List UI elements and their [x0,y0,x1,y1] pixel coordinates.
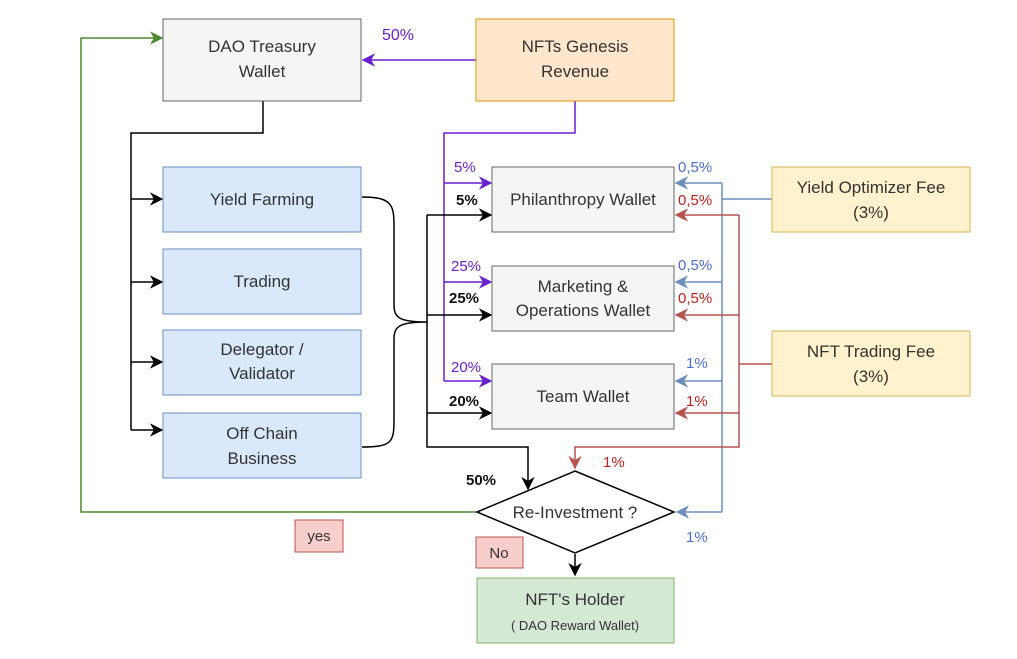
delegator-line1: Delegator / [220,340,303,359]
label-business-to-team: 20% [449,393,479,410]
label-genesis-to-treasury: 50% [382,27,414,44]
yes-label: yes [307,528,330,545]
label-trade-to-philanthropy: 0,5% [678,192,712,209]
label-business-to-reinvest: 50% [466,472,496,489]
off-chain-line2: Business [228,449,297,468]
nft-holder-line2: ( DAO Reward Wallet) [511,618,639,633]
node-team[interactable]: Team Wallet [491,363,675,430]
edge-trade-trunk [575,215,772,468]
label-genesis-to-team: 20% [451,359,481,376]
edge-business-trunk [426,215,535,491]
node-off-chain[interactable]: Off Chain Business [162,412,362,479]
node-philanthropy[interactable]: Philanthropy Wallet [491,166,675,233]
off-chain-line1: Off Chain [226,424,298,443]
dao-treasury-line2: Wallet [239,62,286,81]
team-label: Team Wallet [537,387,630,406]
node-reinvestment[interactable]: Re-Investment ? [475,470,676,554]
marketing-line1: Marketing & [538,277,629,296]
reinvestment-label: Re-Investment ? [513,503,638,522]
edge-yield-trunk [721,183,772,512]
philanthropy-label: Philanthropy Wallet [510,190,656,209]
label-yield-to-marketing: 0,5% [678,257,712,274]
node-nft-genesis[interactable]: NFTs Genesis Revenue [475,18,675,102]
node-delegator[interactable]: Delegator / Validator [162,329,362,396]
dao-treasury-line1: DAO Treasury [208,37,316,56]
nft-trading-line2: (3%) [853,367,889,386]
node-yield-optimizer[interactable]: Yield Optimizer Fee (3%) [771,166,971,233]
edge-genesis-trunk [443,101,576,381]
label-yield-to-team: 1% [686,355,708,372]
node-trading[interactable]: Trading [162,248,362,315]
node-dao-treasury[interactable]: DAO Treasury Wallet [162,18,362,102]
nft-genesis-line2: Revenue [541,62,609,81]
label-trade-to-reinvest: 1% [603,454,625,471]
label-yield-to-reinvest: 1% [686,529,708,546]
node-marketing[interactable]: Marketing & Operations Wallet [491,265,675,332]
yes-tag[interactable]: yes [294,519,344,553]
nft-genesis-line1: NFTs Genesis [522,37,629,56]
label-trade-to-team: 1% [686,393,708,410]
label-genesis-to-marketing: 25% [451,258,481,275]
label-genesis-to-philanthropy: 5% [454,159,476,176]
yield-optimizer-line1: Yield Optimizer Fee [797,178,946,197]
node-yield-farming[interactable]: Yield Farming [162,166,362,233]
label-yield-to-philanthropy: 0,5% [678,159,712,176]
label-business-to-philanthropy: 5% [456,192,478,209]
no-tag[interactable]: No [475,536,524,569]
nft-trading-line1: NFT Trading Fee [807,342,935,361]
business-brace [361,196,428,448]
node-nft-holder[interactable]: NFT's Holder ( DAO Reward Wallet) [476,577,675,644]
no-label: No [489,545,508,562]
nft-holder-line1: NFT's Holder [525,590,625,609]
node-nft-trading[interactable]: NFT Trading Fee (3%) [771,330,971,397]
trading-label: Trading [233,272,290,291]
yield-optimizer-line2: (3%) [853,203,889,222]
marketing-line2: Operations Wallet [516,301,651,320]
delegator-line2: Validator [229,364,295,383]
yield-farming-label: Yield Farming [210,190,314,209]
edge-reinvest-yes [80,31,477,513]
label-business-to-marketing: 25% [449,290,479,307]
label-trade-to-marketing: 0,5% [678,290,712,307]
